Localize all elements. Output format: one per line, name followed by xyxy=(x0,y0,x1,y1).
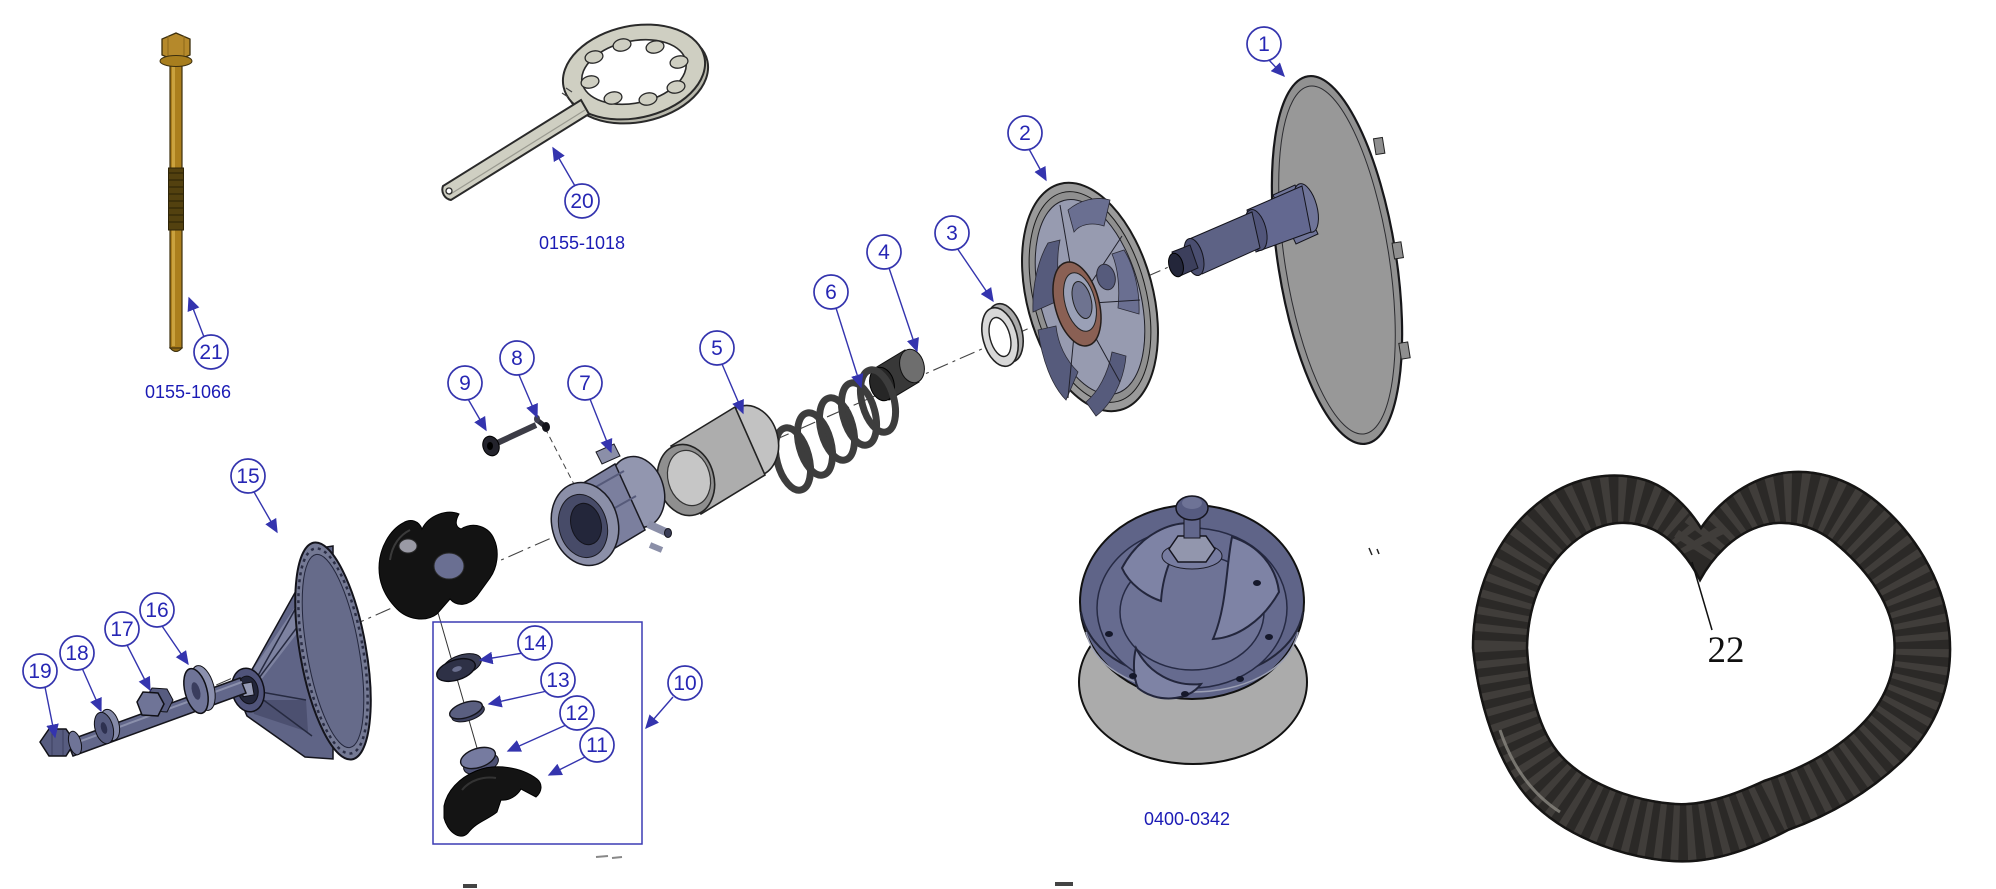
callout-5: 5 xyxy=(699,330,735,366)
svg-text:6: 6 xyxy=(825,281,837,304)
pin-centerline xyxy=(544,427,579,493)
svg-text:1: 1 xyxy=(1258,33,1270,56)
part-6-spring xyxy=(771,366,900,494)
part-8-pin xyxy=(534,415,550,432)
callout-2: 2 xyxy=(1007,115,1043,151)
part-number-wrench: 0155-1018 xyxy=(539,233,625,253)
callout-10: 10 xyxy=(667,665,703,701)
callout-7: 7 xyxy=(567,365,603,401)
cam-arm-assembly xyxy=(378,511,498,620)
part-15-cover-cone xyxy=(230,541,372,761)
callout-18: 18 xyxy=(59,635,95,671)
svg-text:17: 17 xyxy=(110,618,133,641)
part-4-bushing xyxy=(869,348,925,402)
callout-14: 14 xyxy=(517,625,553,661)
callout-15: 15 xyxy=(230,458,266,494)
svg-text:19: 19 xyxy=(28,660,51,683)
driven-clutch-assembly xyxy=(1078,495,1380,765)
part-1-fixed-sheave xyxy=(1168,74,1411,446)
clutch-bolt xyxy=(159,32,193,352)
part-7-spider-hub xyxy=(550,443,672,567)
svg-text:14: 14 xyxy=(523,632,547,655)
svg-text:5: 5 xyxy=(711,337,723,360)
svg-text:15: 15 xyxy=(236,465,259,488)
svg-text:21: 21 xyxy=(199,341,222,364)
svg-text:8: 8 xyxy=(511,347,523,370)
callout-17: 17 xyxy=(104,611,140,647)
svg-text:3: 3 xyxy=(946,222,958,245)
part-3-retaining-ring xyxy=(981,302,1024,368)
callout-1: 1 xyxy=(1246,26,1282,62)
svg-text:20: 20 xyxy=(570,190,593,213)
callout-4: 4 xyxy=(866,234,902,270)
detail-box xyxy=(432,621,643,845)
callout-13: 13 xyxy=(540,662,576,698)
svg-text:12: 12 xyxy=(565,702,588,725)
parts-16-19-bolt-stack xyxy=(39,665,247,757)
svg-text:7: 7 xyxy=(579,372,591,395)
callout-9: 9 xyxy=(447,365,483,401)
svg-text:18: 18 xyxy=(65,642,88,665)
belt-callout-22: 22 xyxy=(1708,630,1745,671)
part-number-bolt: 0155-1066 xyxy=(145,382,231,402)
part-9-screw xyxy=(482,422,538,457)
svg-text:13: 13 xyxy=(546,669,569,692)
svg-text:10: 10 xyxy=(673,672,696,695)
svg-text:9: 9 xyxy=(459,372,471,395)
part-14-washer xyxy=(436,653,482,683)
part-11-cam-shoe xyxy=(443,766,542,837)
callout-19: 19 xyxy=(22,653,58,689)
callout-3: 3 xyxy=(934,215,970,251)
wrench-tool xyxy=(441,23,710,202)
page-artifacts xyxy=(463,855,1073,888)
part-13-washer xyxy=(448,700,485,723)
svg-text:2: 2 xyxy=(1019,122,1031,145)
leader-lines xyxy=(44,58,1285,776)
callout-12: 12 xyxy=(559,695,595,731)
part-number-driven-clutch: 0400-0342 xyxy=(1144,809,1230,829)
callout-20: 20 xyxy=(564,183,600,219)
callout-16: 16 xyxy=(139,592,175,628)
callout-6: 6 xyxy=(813,274,849,310)
svg-text:11: 11 xyxy=(586,734,608,757)
callout-21: 21 xyxy=(193,334,229,370)
part-5-spacer xyxy=(656,404,780,517)
callout-11: 11 xyxy=(579,727,615,763)
part-2-movable-sheave xyxy=(1021,181,1159,417)
part-22-drive-belt xyxy=(1471,470,1952,863)
callout-8: 8 xyxy=(499,340,535,376)
svg-text:4: 4 xyxy=(878,241,890,264)
svg-text:16: 16 xyxy=(145,599,168,622)
